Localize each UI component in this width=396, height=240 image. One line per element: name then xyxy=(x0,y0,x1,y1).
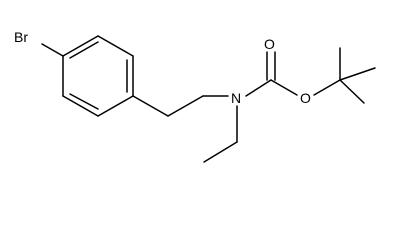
bond-ring-5-inner xyxy=(69,93,99,110)
bond-n-carbonyl xyxy=(245,79,272,97)
nitrogen-label: N xyxy=(231,90,241,106)
carbonyl-oxygen-label: O xyxy=(264,36,275,52)
bond-ring-ch2 xyxy=(132,95,169,117)
bond-ch2-ch2 xyxy=(167,95,204,117)
chemical-structure: Br N O O xyxy=(14,29,376,163)
bond-tbu-me2 xyxy=(339,67,376,81)
bromine-label: Br xyxy=(14,29,28,45)
bond-ring-1-inner xyxy=(69,41,99,59)
bond-br-c1 xyxy=(41,43,64,57)
bond-ring-5 xyxy=(62,95,99,117)
bond-ester-o-tbu xyxy=(313,79,341,96)
ester-oxygen-label: O xyxy=(300,90,311,106)
bond-ch2-ch3 xyxy=(203,141,238,163)
atom-labels: Br N O O xyxy=(14,29,311,106)
bond-carbonyl-ester-o xyxy=(270,79,298,96)
bond-ring-4 xyxy=(97,95,134,117)
bond-ring-1 xyxy=(62,35,99,57)
bond-ring-2 xyxy=(97,35,134,57)
bond-tbu-me3 xyxy=(339,79,365,104)
bonds xyxy=(41,35,376,163)
